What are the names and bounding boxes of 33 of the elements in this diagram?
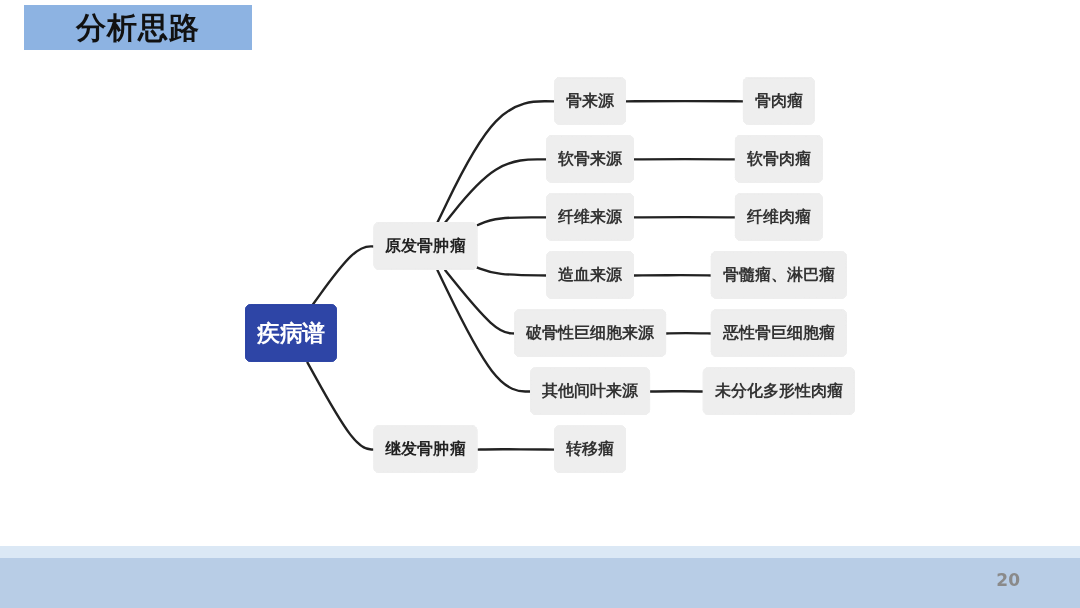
topic-box: 未分化多形性肉瘤 <box>702 367 855 415</box>
connector-line <box>476 266 548 277</box>
topic-box: 其他间叶来源 <box>530 367 650 415</box>
connector-line <box>625 99 744 103</box>
connector-line <box>443 269 516 335</box>
topic-box: 破骨性巨细胞来源 <box>514 309 667 357</box>
topic-box: 原发骨肿瘤 <box>373 222 478 270</box>
topic-box: 继发骨肿瘤 <box>373 425 478 473</box>
topic-box: 软骨来源 <box>546 135 634 183</box>
connector-line <box>666 332 712 335</box>
connector-line <box>650 390 704 393</box>
topic-box: 疾病谱 <box>245 304 337 362</box>
connector-line <box>633 215 736 219</box>
topic-box: 纤维来源 <box>546 193 634 241</box>
topic-box: 恶性骨巨细胞瘤 <box>710 309 847 357</box>
topic-box: 转移瘤 <box>554 425 626 473</box>
connector-line <box>311 245 375 306</box>
topic-box: 骨肉瘤 <box>742 77 815 125</box>
connector-line <box>306 361 375 451</box>
connector-line <box>436 269 532 393</box>
connector-line <box>633 274 712 277</box>
page-number: 20 <box>996 570 1020 590</box>
connector-line <box>476 216 548 227</box>
topic-box: 骨来源 <box>554 77 626 125</box>
connector-line <box>633 157 736 161</box>
connector-line <box>436 100 556 224</box>
topic-box: 骨髓瘤、淋巴瘤 <box>710 251 847 299</box>
connector-line <box>443 158 548 224</box>
connector-line <box>477 448 556 451</box>
topic-box: 纤维肉瘤 <box>734 193 823 241</box>
slide-title: 分析思路 <box>24 5 252 50</box>
topic-box: 软骨肉瘤 <box>734 135 823 183</box>
topic-box: 造血来源 <box>546 251 634 299</box>
